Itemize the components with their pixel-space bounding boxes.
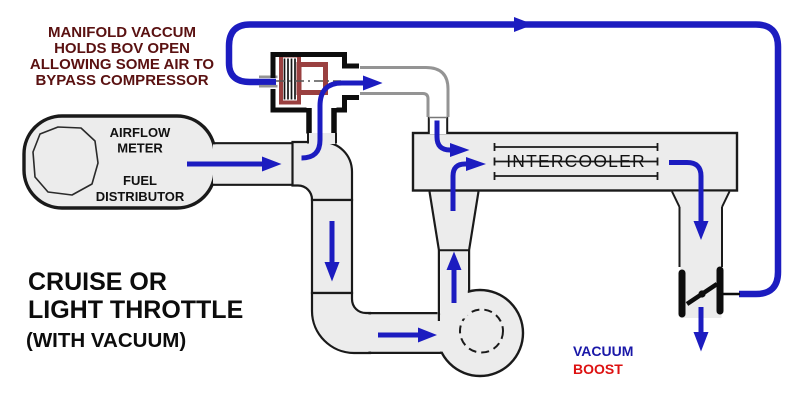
vacuum-flow-arrow-icon <box>514 17 534 32</box>
bov-piston <box>296 62 328 95</box>
flow-arrow-compressor-out <box>446 251 462 303</box>
legend-vacuum-label: VACUUM <box>573 343 633 359</box>
flow-arrow-compressor-to-intercooler <box>450 157 486 211</box>
airflow-meter-label-2: METER <box>117 141 163 156</box>
intake-elbow <box>291 140 354 202</box>
u-bend-elbow <box>310 291 372 355</box>
annotation-line-4: BYPASS COMPRESSOR <box>35 72 208 89</box>
legend: VACUUM BOOST <box>573 343 633 377</box>
title-line-3: (WITH VACUUM) <box>26 329 186 352</box>
title-line-2: LIGHT THROTTLE <box>28 296 243 324</box>
flow-arrow-bov-bypass <box>301 75 383 161</box>
annotation-line-1: MANIFOLD VACCUM <box>48 24 196 41</box>
bov-spring-icon <box>283 58 296 100</box>
downpipe-duct <box>310 198 372 355</box>
flow-arrow-intercooler-exit <box>669 160 709 240</box>
annotation-line-3: ALLOWING SOME AIR TO <box>30 56 214 73</box>
airflow-meter: AIRFLOW METER FUEL DISTRIBUTOR <box>22 114 217 210</box>
flow-arrow-bypass-to-intercooler <box>434 120 470 157</box>
compressor <box>368 191 525 378</box>
airflow-meter-label-1: AIRFLOW <box>110 125 171 140</box>
intercooler-core-lines-icon <box>493 143 659 180</box>
airflow-meter-label-4: DISTRIBUTOR <box>96 189 185 204</box>
title-line-1: CRUISE OR <box>28 268 167 296</box>
intercooler-label: INTERCOOLER <box>506 151 646 171</box>
flow-arrow-intake <box>187 156 282 172</box>
annotation-line-2: HOLDS BOV OPEN <box>54 40 190 57</box>
flow-arrow-to-compressor <box>378 327 437 343</box>
bov-body-outline <box>270 52 359 113</box>
intake-pipe <box>213 140 354 202</box>
throttle-shaft-pivot-icon <box>698 290 706 298</box>
title-text: CRUISE OR LIGHT THROTTLE (WITH VACUUM) <box>26 268 243 352</box>
vacuum-line <box>225 17 782 298</box>
vacuum-hose <box>225 21 782 298</box>
blow-off-valve <box>259 52 359 144</box>
legend-boost-label: BOOST <box>573 361 623 377</box>
airflow-meter-label-3: FUEL <box>123 173 157 188</box>
annotation-text: MANIFOLD VACCUM HOLDS BOV OPEN ALLOWING … <box>30 24 214 89</box>
flow-arrow-downpipe <box>324 221 340 282</box>
flow-arrow-to-manifold <box>693 307 709 352</box>
throttle-body <box>671 191 740 318</box>
meter-sensor-plate-icon <box>32 126 99 196</box>
compressor-inducer-icon <box>459 308 504 354</box>
flow-arrows <box>187 75 709 352</box>
